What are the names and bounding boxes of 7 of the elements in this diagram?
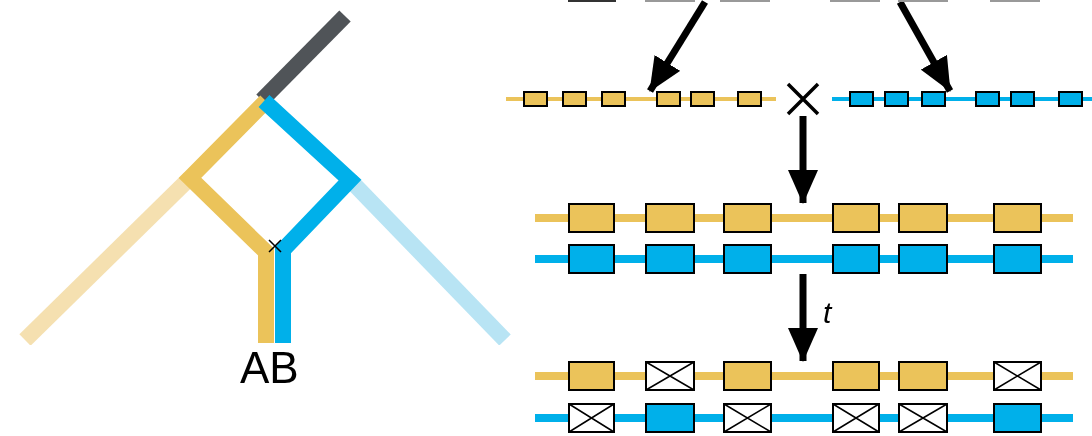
arrow — [647, 0, 708, 93]
arrow — [788, 274, 818, 362]
hybrid-label: AB — [240, 346, 299, 390]
cross-symbol — [786, 82, 820, 116]
chromosome — [832, 91, 1092, 107]
edge-label: t — [823, 297, 832, 328]
arrow — [896, 0, 954, 93]
